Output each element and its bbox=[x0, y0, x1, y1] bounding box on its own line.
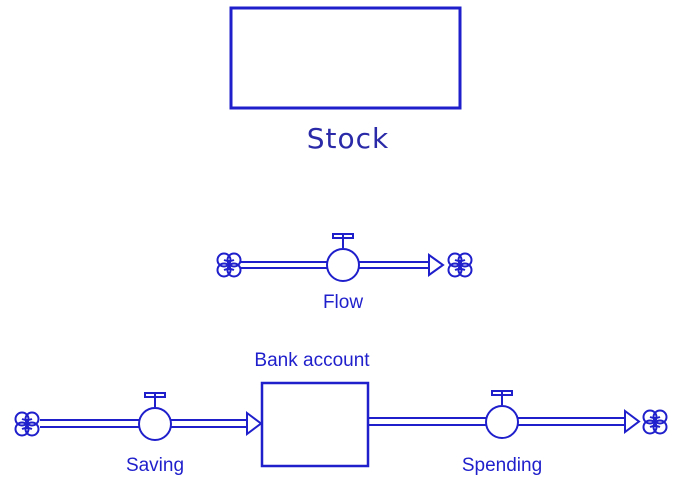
valve-icon bbox=[326, 233, 360, 282]
bank-account-box bbox=[260, 381, 370, 468]
example-bank-account bbox=[14, 381, 668, 468]
flow-label: Flow bbox=[322, 292, 364, 313]
valve-icon bbox=[138, 392, 172, 441]
saving-label: Saving bbox=[125, 455, 185, 476]
legend-flow bbox=[216, 233, 473, 282]
arrowhead-icon bbox=[624, 409, 641, 434]
bank-account-label: Bank account bbox=[254, 350, 370, 371]
arrowhead-icon bbox=[428, 253, 445, 277]
cloud-source-icon bbox=[14, 411, 40, 437]
cloud-sink-icon bbox=[447, 252, 473, 278]
valve-icon bbox=[485, 390, 519, 439]
stock-label: Stock bbox=[306, 122, 390, 155]
cloud-sink-icon bbox=[642, 409, 668, 435]
stock-box bbox=[229, 6, 462, 110]
cloud-source-icon bbox=[216, 252, 242, 278]
spending-label: Spending bbox=[461, 455, 543, 476]
arrowhead-icon bbox=[246, 411, 263, 436]
